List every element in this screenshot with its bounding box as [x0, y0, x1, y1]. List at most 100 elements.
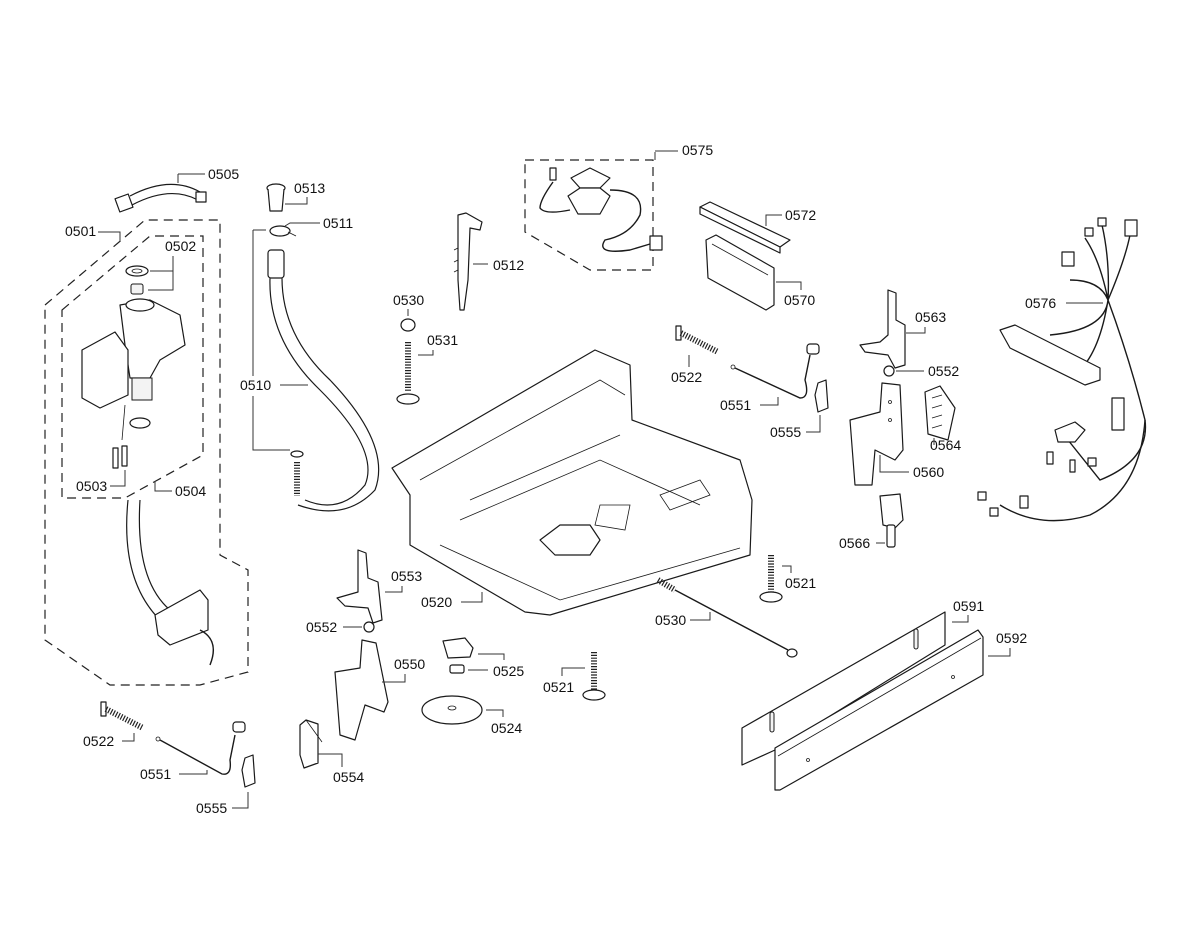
part-0592-kickplate-front[interactable]: [774, 629, 984, 791]
leader-0551-right: [760, 397, 779, 406]
part-0511-hose-clamp[interactable]: [269, 225, 297, 237]
label-0592[interactable]: 0592: [996, 630, 1027, 646]
label-0512[interactable]: 0512: [493, 257, 524, 273]
leader-0504: [154, 481, 172, 492]
part-0513-sleeve[interactable]: [266, 183, 286, 212]
part-0502-seal-filter[interactable]: [125, 265, 149, 295]
part-0522-door-spring-left[interactable]: [100, 701, 145, 731]
label-0551-left[interactable]: 0551: [140, 766, 171, 782]
leader-0563: [906, 327, 926, 334]
leader-0572: [765, 214, 782, 226]
leader-0555-left: [232, 792, 249, 809]
label-0575[interactable]: 0575: [682, 142, 713, 158]
label-0552-left[interactable]: 0552: [306, 619, 337, 635]
leader-0592: [988, 648, 1011, 657]
label-0511[interactable]: 0511: [323, 215, 353, 231]
label-0522-right[interactable]: 0522: [671, 369, 702, 385]
part-0555-cable-holder-right[interactable]: [814, 379, 829, 413]
part-0521-foot-right[interactable]: [759, 555, 783, 603]
label-0524[interactable]: 0524: [491, 720, 522, 736]
leader-0503: [110, 470, 126, 487]
part-0560-hinge-bracket-right[interactable]: [849, 382, 904, 486]
leader-0524: [486, 709, 504, 717]
leader-0550: [382, 674, 406, 683]
label-0553[interactable]: 0553: [391, 568, 422, 584]
part-0554-retainer[interactable]: [299, 719, 323, 769]
part-0520-base-tub[interactable]: [391, 349, 753, 616]
part-0531-rear-foot[interactable]: [396, 342, 420, 405]
label-0522-left[interactable]: 0522: [83, 733, 114, 749]
part-0551-cable-pull-right[interactable]: [730, 343, 820, 399]
label-0566[interactable]: 0566: [839, 535, 870, 551]
part-0551-cable-pull-left[interactable]: [155, 721, 246, 775]
part-0553-hinge-left[interactable]: [336, 549, 383, 624]
leader-0501: [98, 231, 121, 242]
label-0576[interactable]: 0576: [1025, 295, 1056, 311]
part-0521-foot-left[interactable]: [582, 652, 606, 701]
leader-0521-right: [782, 565, 792, 573]
label-0501[interactable]: 0501: [65, 223, 96, 239]
leader-0551-left: [179, 770, 208, 775]
leader-0570: [776, 281, 802, 290]
leader-0513: [285, 197, 308, 205]
part-0564-cover[interactable]: [924, 385, 956, 441]
part-0510-drain-hose[interactable]: [267, 249, 380, 512]
leader-0520: [461, 592, 483, 603]
part-0576-wiring-harness[interactable]: [977, 217, 1147, 522]
leader-0530-rod: [690, 612, 711, 621]
part-0504-aquastop-hose[interactable]: [126, 499, 214, 666]
label-0505[interactable]: 0505: [208, 166, 239, 182]
label-0564[interactable]: 0564: [930, 437, 961, 453]
part-0522-door-spring-right[interactable]: [675, 325, 720, 355]
leader-0553: [385, 586, 403, 593]
label-0530-top[interactable]: 0530: [393, 292, 424, 308]
label-0551-right[interactable]: 0551: [720, 397, 751, 413]
label-0555-right[interactable]: 0555: [770, 424, 801, 440]
part-0552-clip-left[interactable]: [363, 621, 375, 633]
part-0572-cover-strip[interactable]: [699, 201, 791, 254]
label-0554[interactable]: 0554: [333, 769, 364, 785]
label-0521-right[interactable]: 0521: [785, 575, 816, 591]
part-0552-clip-right[interactable]: [883, 365, 895, 377]
leader-0511: [284, 222, 320, 227]
part-0530-adjustment-rod[interactable]: [656, 577, 798, 658]
label-0530-rod[interactable]: 0530: [655, 612, 686, 628]
label-0555-left[interactable]: 0555: [196, 800, 227, 816]
label-0525[interactable]: 0525: [493, 663, 524, 679]
leader-0502: [148, 256, 174, 291]
part-0501-valve-body[interactable]: [81, 298, 186, 429]
label-0503[interactable]: 0503: [76, 478, 107, 494]
group-0575-outline: [524, 152, 656, 271]
label-0521-left[interactable]: 0521: [543, 679, 574, 695]
part-0550-hinge-bracket-left[interactable]: [334, 639, 389, 741]
label-0550[interactable]: 0550: [394, 656, 425, 672]
label-0504[interactable]: 0504: [175, 483, 206, 499]
leader-0554: [318, 753, 343, 767]
part-0591-kickplate-rear[interactable]: [741, 611, 946, 766]
part-0505-inlet-connector[interactable]: [114, 183, 207, 213]
label-0591[interactable]: 0591: [953, 598, 984, 614]
label-0513[interactable]: 0513: [294, 180, 325, 196]
part-0503-pins[interactable]: [112, 404, 128, 469]
part-0570-module-holder[interactable]: [705, 234, 775, 311]
label-0531[interactable]: 0531: [427, 332, 458, 348]
part-0512-guide-rail[interactable]: [453, 212, 483, 311]
part-0575-power-cord-junction-box[interactable]: [539, 167, 663, 252]
part-0566-float-switch[interactable]: [879, 493, 904, 548]
leader-0591: [952, 615, 969, 623]
label-0510[interactable]: 0510: [240, 377, 271, 393]
part-0524-float-disc[interactable]: [421, 695, 483, 725]
part-0530-nut[interactable]: [400, 318, 416, 332]
leader-0521-left: [561, 667, 585, 676]
label-0572[interactable]: 0572: [785, 207, 816, 223]
part-0525-microswitch[interactable]: [442, 637, 474, 674]
part-0563-hinge-right[interactable]: [859, 289, 906, 369]
label-0570[interactable]: 0570: [784, 292, 815, 308]
label-0502[interactable]: 0502: [165, 238, 196, 254]
label-0552-right[interactable]: 0552: [928, 363, 959, 379]
label-0563[interactable]: 0563: [915, 309, 946, 325]
label-0520[interactable]: 0520: [421, 594, 452, 610]
part-0555-cable-holder-left[interactable]: [241, 754, 256, 788]
label-0560[interactable]: 0560: [913, 464, 944, 480]
